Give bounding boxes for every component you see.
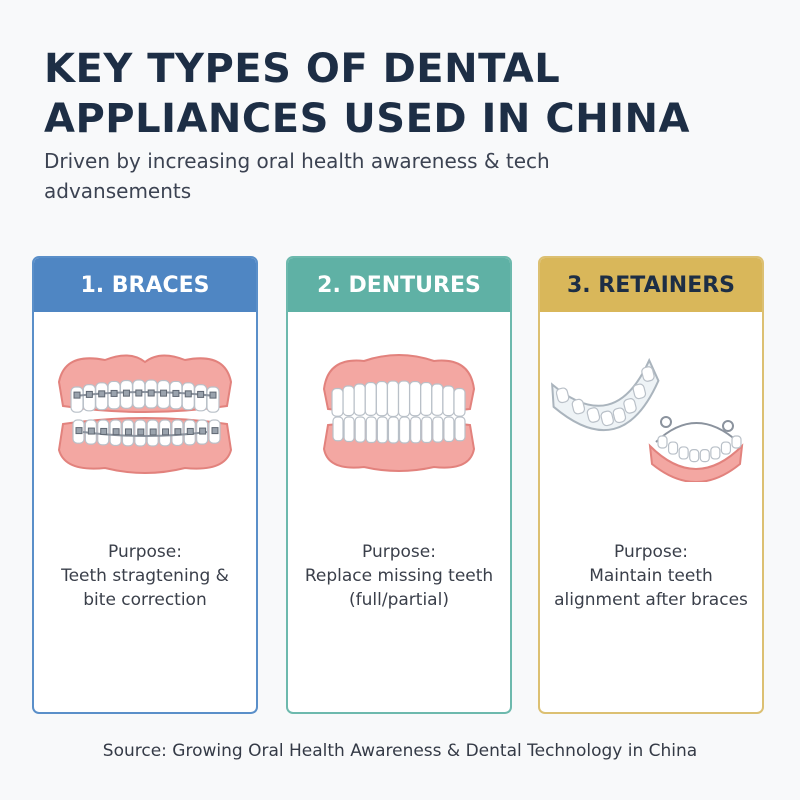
braces-purpose-line-2: bite correction xyxy=(83,590,207,610)
bracket xyxy=(135,389,143,397)
denture-tooth xyxy=(454,416,466,442)
retainers-purpose: Purpose: Maintain teeth alignment after … xyxy=(540,540,762,612)
retainer-tooth xyxy=(710,446,721,460)
denture-tooth xyxy=(342,385,355,417)
braces-purpose: Purpose: Teeth stragtening & bite correc… xyxy=(34,540,256,612)
retainers-card-title: 3. RETAINERS xyxy=(566,272,736,298)
title-line-1: KEY TYPES OF DENTAL xyxy=(44,46,561,92)
denture-tooth xyxy=(432,416,444,443)
bracket xyxy=(122,389,130,397)
page-title: KEY TYPES OF DENTAL APPLIANCES USED IN C… xyxy=(44,44,690,144)
braces-tooth xyxy=(70,386,84,413)
bracket xyxy=(73,391,81,399)
dentures-card-title: 2. DENTURES xyxy=(317,272,481,298)
braces-purpose-line-1: Teeth stragtening & xyxy=(61,566,229,586)
braces-card-header: 1. BRACES xyxy=(34,258,256,312)
bracket xyxy=(137,428,145,436)
retainer-tooth xyxy=(667,441,679,455)
denture-tooth xyxy=(354,416,366,443)
denture-tooth xyxy=(410,416,422,444)
retainer-tooth xyxy=(657,435,668,449)
dentures-card-header: 2. DENTURES xyxy=(288,258,510,312)
bracket xyxy=(174,428,182,436)
bracket xyxy=(112,428,120,436)
bracket xyxy=(172,389,180,397)
retainers-purpose-line-1: Maintain teeth xyxy=(589,566,713,586)
bracket xyxy=(98,390,106,398)
bracket xyxy=(147,389,155,397)
denture-tooth xyxy=(453,387,466,417)
bracket xyxy=(209,391,217,399)
braces-icon xyxy=(34,312,256,512)
aligner-tooth xyxy=(600,410,614,427)
bracket xyxy=(160,389,168,397)
bracket xyxy=(85,390,93,398)
dentures-card: 2. DENTURES Purpose: Replace missing tee… xyxy=(286,256,512,714)
denture-tooth xyxy=(376,416,388,444)
braces-card: 1. BRACES Purpose: Teeth stragtening & b… xyxy=(32,256,258,714)
retainers-card-header: 3. RETAINERS xyxy=(540,258,762,312)
bracket xyxy=(110,389,118,397)
denture-tooth xyxy=(431,383,444,416)
retainers-icon xyxy=(540,312,762,512)
aligner-tooth xyxy=(571,398,586,415)
aligner-tooth xyxy=(555,387,570,404)
bracket xyxy=(186,427,194,435)
bracket xyxy=(87,427,95,435)
source-note: Source: Growing Oral Health Awareness & … xyxy=(102,741,698,761)
bracket xyxy=(100,427,108,435)
dentures-purpose-line-1: Replace missing teeth xyxy=(304,566,494,586)
denture-tooth xyxy=(343,416,355,443)
aligner-tooth xyxy=(586,407,601,423)
bracket xyxy=(149,428,157,436)
retainer-tooth xyxy=(689,449,700,463)
denture-tooth xyxy=(398,416,411,444)
denture-tooth xyxy=(442,385,455,417)
bracket xyxy=(124,428,132,436)
denture-tooth xyxy=(386,380,400,418)
denture-tooth xyxy=(421,416,433,444)
braces-purpose-label: Purpose: xyxy=(108,542,182,562)
denture-tooth xyxy=(353,383,366,416)
bracket xyxy=(75,427,83,435)
denture-tooth xyxy=(331,387,344,417)
dentures-purpose: Purpose: Replace missing teeth (full/par… xyxy=(288,540,510,612)
aligner-tooth xyxy=(641,366,655,382)
dentures-purpose-label: Purpose: xyxy=(362,542,436,562)
braces-card-title: 1. BRACES xyxy=(80,272,210,298)
retainer-tooth xyxy=(699,449,710,463)
retainer-tooth xyxy=(678,446,689,460)
denture-tooth xyxy=(375,380,388,417)
denture-tooth xyxy=(332,416,344,442)
retainer-tooth xyxy=(731,435,742,449)
bracket xyxy=(184,390,192,398)
retainer-tooth xyxy=(720,441,732,455)
denture-tooth xyxy=(443,416,455,443)
bracket xyxy=(197,390,205,398)
bracket xyxy=(162,428,170,436)
aligner-tooth xyxy=(612,407,627,424)
bracket xyxy=(199,427,207,435)
denture-tooth xyxy=(409,380,422,417)
bracket xyxy=(211,427,219,435)
retainers-purpose-line-2: alignment after braces xyxy=(554,590,748,610)
dentures-purpose-line-2: (full/partial) xyxy=(349,590,449,610)
title-line-2: APPLIANCES USED IN CHINA xyxy=(44,96,690,142)
denture-tooth xyxy=(420,381,433,416)
subtitle: Driven by increasing oral health awarene… xyxy=(44,149,550,203)
dentures-icon xyxy=(288,312,510,512)
denture-tooth xyxy=(397,380,411,418)
retainers-purpose-label: Purpose: xyxy=(614,542,688,562)
retainers-card: 3. RETAINERS Purpose: Maintain teeth ali… xyxy=(538,256,764,714)
denture-tooth xyxy=(365,416,377,444)
denture-tooth xyxy=(387,416,400,444)
braces-tooth xyxy=(206,386,220,413)
aligner-tooth xyxy=(623,398,637,414)
aligner-tooth xyxy=(632,383,647,400)
denture-tooth xyxy=(364,381,377,416)
